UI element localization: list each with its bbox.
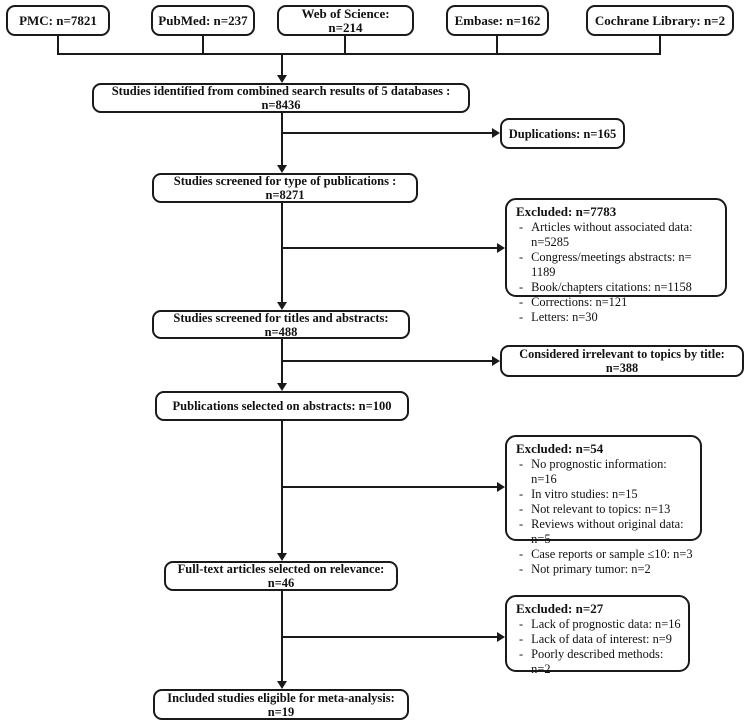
branch-line-excluded-27 — [282, 636, 497, 638]
main-line-2 — [281, 203, 283, 302]
exclusion-item-text: Corrections: n=121 — [531, 295, 628, 309]
flow-box-identified: Studies identified from combined search … — [92, 83, 470, 113]
exclusion-item-text: Not primary tumor: n=2 — [531, 562, 651, 576]
gather-line — [57, 53, 661, 55]
exclusion-item: - Case reports or sample ≤10: n=3 — [516, 547, 694, 562]
bullet-dash: - — [519, 250, 524, 264]
flow-label-fulltext-selected: Full-text articles selected on relevance… — [177, 562, 385, 590]
exclusion-title-fulltext-screen: Excluded: n=27 — [516, 601, 604, 616]
flow-label-titles-abstracts-screened: Studies screened for titles and abstract… — [173, 310, 389, 339]
flow-label-abstracts-selected: Publications selected on abstracts: n=10… — [172, 399, 392, 413]
branch-line-duplications — [282, 132, 492, 134]
bullet-dash: - — [519, 502, 524, 516]
flow-box-titles-abstracts-screened: Studies screened for titles and abstract… — [152, 310, 410, 339]
exclusion-item-text: Letters: n=30 — [531, 310, 598, 324]
source-box-embase: Embase: n=162 — [446, 5, 549, 36]
branch-arrow-excluded-7783 — [497, 243, 505, 253]
branch-arrow-irrelevant-title — [492, 356, 500, 366]
exclusion-item: - Not primary tumor: n=2 — [516, 562, 694, 577]
arrow-down-4 — [277, 553, 287, 561]
arrow-down-5 — [277, 681, 287, 689]
exclusion-item: - Reviews without original data: n=5 — [516, 517, 694, 547]
exclusion-title-type-screen: Excluded: n=7783 — [516, 204, 617, 219]
arrow-down-1 — [277, 165, 287, 173]
bullet-dash: - — [519, 280, 524, 294]
source-box-cochrane: Cochrane Library: n=2 — [586, 5, 734, 36]
exclusion-item-text: Congress/meetings abstracts: n= 1189 — [531, 250, 692, 279]
flow-label-included: Included studies eligible for meta-analy… — [167, 690, 395, 719]
exclusion-item: - Congress/meetings abstracts: n= 1189 — [516, 250, 719, 280]
exclusion-item: - Letters: n=30 — [516, 310, 719, 325]
exclusion-item: - Lack of data of interest: n=9 — [516, 632, 682, 647]
exclusion-item: - Lack of prognostic data: n=16 — [516, 617, 682, 632]
source-box-web-of-science: Web of Science: n=214 — [277, 5, 414, 36]
exclusion-item-text: Lack of prognostic data: n=16 — [531, 617, 681, 631]
source-label-cochrane: Cochrane Library: n=2 — [594, 12, 726, 28]
arrow-down-0 — [277, 75, 287, 83]
arrow-down-3 — [277, 383, 287, 391]
exclusion-item-text: Reviews without original data: n=5 — [531, 517, 684, 546]
flow-box-abstracts-selected: Publications selected on abstracts: n=10… — [155, 391, 409, 421]
bullet-dash: - — [519, 295, 524, 309]
branch-line-excluded-7783 — [282, 247, 497, 249]
exclusion-item-text: Case reports or sample ≤10: n=3 — [531, 547, 693, 561]
exclusion-item-text: Book/chapters citations: n=1158 — [531, 280, 692, 294]
exclusion-item: - Corrections: n=121 — [516, 295, 719, 310]
bullet-dash: - — [519, 562, 524, 576]
flow-box-included: Included studies eligible for meta-analy… — [153, 689, 409, 720]
exclusion-box-duplications: Duplications: n=165 — [500, 118, 625, 149]
bullet-dash: - — [519, 310, 524, 324]
exclusion-box-abstract-screen: Excluded: n=54 - No prognostic informati… — [505, 435, 702, 576]
stub-line-pubmed — [202, 36, 204, 53]
bullet-dash: - — [519, 457, 524, 471]
main-line-0 — [281, 53, 283, 76]
source-label-pmc: PMC: n=7821 — [19, 12, 97, 28]
bullet-dash: - — [519, 487, 524, 501]
branch-arrow-excluded-27 — [497, 632, 505, 642]
exclusion-item: - In vitro studies: n=15 — [516, 487, 694, 502]
bullet-dash: - — [519, 547, 524, 561]
stub-line-pmc — [57, 36, 59, 53]
branch-line-irrelevant-title — [282, 360, 492, 362]
flow-label-identified: Studies identified from combined search … — [111, 84, 451, 112]
branch-line-excluded-54 — [282, 486, 497, 488]
exclusion-item: - Poorly described methods: n=2 — [516, 647, 682, 677]
bullet-dash: - — [519, 617, 524, 631]
exclusion-item: - Book/chapters citations: n=1158 — [516, 280, 719, 295]
flow-box-type-screened: Studies screened for type of publication… — [152, 173, 418, 203]
branch-arrow-duplications — [492, 128, 500, 138]
exclusion-item-text: No prognostic information: n=16 — [531, 457, 667, 486]
branch-arrow-excluded-54 — [497, 482, 505, 492]
exclusion-item: - Not relevant to topics: n=13 — [516, 502, 694, 517]
exclusion-box-fulltext-screen: Excluded: n=27 - Lack of prognostic data… — [505, 595, 690, 676]
arrow-down-2 — [277, 302, 287, 310]
exclusion-box-irrelevant-title: Considered irrelevant to topics by title… — [500, 345, 744, 377]
main-line-1 — [281, 113, 283, 165]
source-box-pubmed: PubMed: n=237 — [151, 5, 255, 36]
flow-label-type-screened: Studies screened for type of publication… — [173, 174, 397, 202]
bullet-dash: - — [519, 632, 524, 646]
source-box-pmc: PMC: n=7821 — [6, 5, 110, 36]
exclusion-item-text: In vitro studies: n=15 — [531, 487, 638, 501]
exclusion-item-text: Lack of data of interest: n=9 — [531, 632, 672, 646]
source-label-pubmed: PubMed: n=237 — [158, 12, 248, 28]
source-label-embase: Embase: n=162 — [454, 12, 541, 28]
exclusion-title-duplications: Duplications: n=165 — [508, 126, 617, 141]
bullet-dash: - — [519, 517, 524, 531]
stub-line-cochrane — [659, 36, 661, 53]
exclusion-box-type-screen: Excluded: n=7783 - Articles without asso… — [505, 198, 727, 324]
exclusion-title-irrelevant-title: Considered irrelevant to topics by title… — [519, 347, 725, 375]
exclusion-title-abstract-screen: Excluded: n=54 — [516, 441, 604, 456]
flow-box-fulltext-selected: Full-text articles selected on relevance… — [164, 561, 398, 591]
exclusion-item: - No prognostic information: n=16 — [516, 457, 694, 487]
source-label-web-of-science: Web of Science: n=214 — [301, 5, 390, 35]
exclusion-item-text: Articles without associated data: n=5285 — [531, 220, 693, 249]
exclusion-item-text: Not relevant to topics: n=13 — [531, 502, 671, 516]
stub-line-embase — [496, 36, 498, 53]
bullet-dash: - — [519, 220, 524, 234]
bullet-dash: - — [519, 647, 524, 661]
exclusion-item: - Articles without associated data: n=52… — [516, 220, 719, 250]
exclusion-item-text: Poorly described methods: n=2 — [531, 647, 664, 676]
stub-line-web-of-science — [344, 36, 346, 53]
